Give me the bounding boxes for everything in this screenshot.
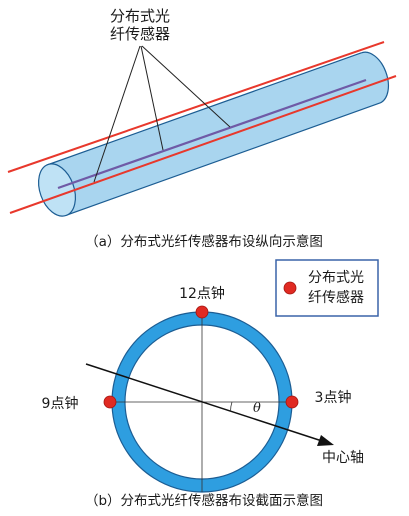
pipe-body (46, 51, 389, 216)
sensor-label-line2: 纤传感器 (110, 25, 170, 43)
legend-box (275, 259, 379, 317)
pointer-line-1 (93, 45, 141, 183)
caption-a: （a）分布式光纤传感器布设纵向示意图 (85, 233, 323, 250)
sensor-dot-3-oclock (285, 395, 299, 409)
sensor-dot-9-oclock (103, 395, 117, 409)
legend-sensor-dot (283, 281, 297, 295)
pointer-line-2 (140, 45, 164, 151)
label-center-axis: 中心轴 (322, 450, 364, 466)
panel-b: 分布式光 纤传感器 θ 12点钟 9点钟 3点钟 中心轴 （b）分布式光纤传感器… (42, 259, 379, 509)
inner-fiber-line (57, 78, 367, 190)
sensor-dot-12-oclock (195, 305, 209, 319)
pointer-line-3 (141, 45, 231, 128)
label-3-oclock: 3点钟 (315, 389, 352, 406)
legend-label-line2: 纤传感器 (308, 289, 364, 306)
center-axis-arrowhead (317, 435, 334, 446)
label-12-oclock: 12点钟 (179, 285, 225, 302)
red-fiber-bottom (9, 75, 397, 214)
legend-label-line1: 分布式光 (308, 270, 364, 286)
angle-arc (230, 401, 233, 412)
caption-b: （b）分布式光纤传感器布设截面示意图 (85, 492, 323, 509)
label-9-oclock: 9点钟 (42, 395, 79, 412)
angle-theta: θ (253, 401, 261, 416)
panel-a: 分布式光 纤传感器 （a）分布式光纤传感器布设纵向示意图 (7, 7, 397, 250)
red-fiber-top (7, 41, 385, 173)
pipe-near-end (38, 163, 76, 217)
pipe-cross-section-ring (111, 311, 293, 493)
center-axis-line (85, 363, 323, 442)
sensor-label-line1: 分布式光 (110, 7, 170, 25)
